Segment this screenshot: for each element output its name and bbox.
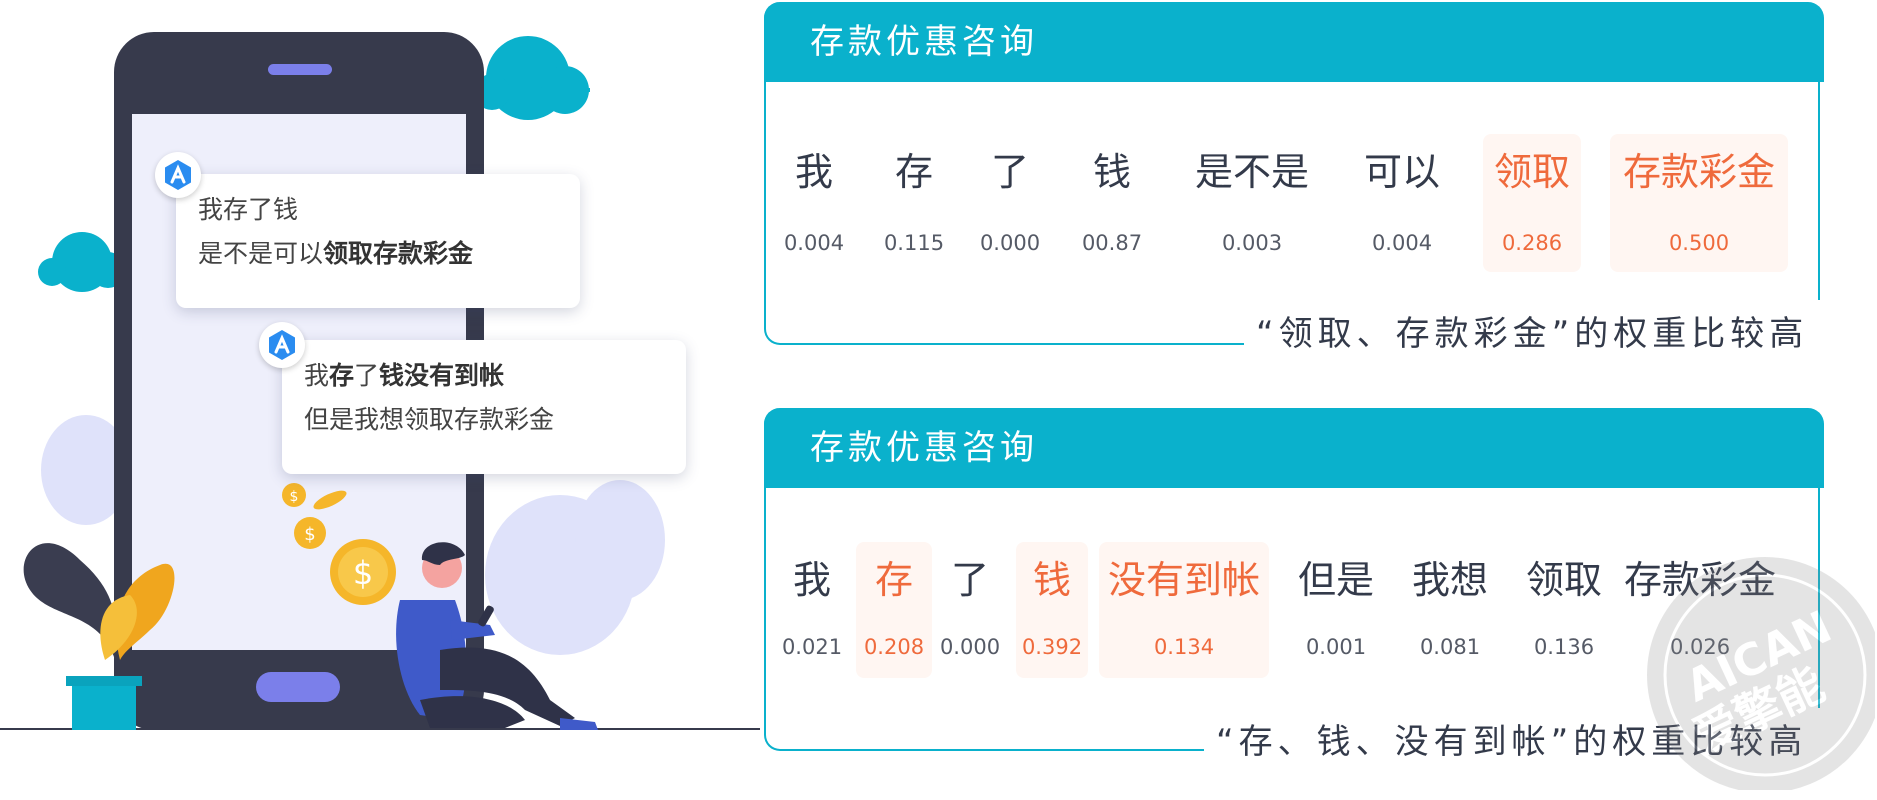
highlight-box (1016, 542, 1088, 678)
coin-icon: $ $ $ (282, 483, 396, 605)
bot-logo-icon (165, 160, 191, 190)
chat-line: 我存了钱 (198, 195, 299, 224)
token-weight: 0.115 (883, 231, 945, 255)
token-word: 钱 (1032, 558, 1071, 602)
svg-text:$: $ (353, 554, 373, 592)
token-word: 存 (874, 558, 913, 602)
token-weight: 0.136 (1533, 635, 1595, 659)
token-word: 领取 (1493, 150, 1570, 194)
card-header: 存款优惠咨询 (764, 2, 1824, 82)
token-word: 钱 (1092, 150, 1131, 194)
chat-text-plain: 我 (304, 361, 330, 390)
token-word: 但是 (1297, 558, 1374, 602)
leaf-decoration-icon (41, 415, 665, 655)
bot-avatar (259, 322, 305, 368)
chat-text-bold: 领取存款彩金 (323, 239, 474, 268)
bot-logo-icon (269, 330, 295, 360)
card-caption: “领取、存款彩金”的权重比较高 (1256, 314, 1809, 354)
token-word: 了 (990, 150, 1029, 194)
token-word: 可以 (1363, 150, 1440, 194)
token-weight: 0.208 (863, 635, 925, 659)
person-icon (396, 542, 598, 730)
token-word: 存款彩金 (1622, 150, 1775, 194)
token-word: 了 (950, 558, 989, 602)
highlight-box (856, 542, 932, 678)
highlight-box (1610, 134, 1788, 272)
consult-card: 存款优惠咨询 我 0.004 存 0.115 了 0.000 钱 00.87 是不是 0.003 可… (764, 2, 1840, 354)
highlight-box (1483, 134, 1581, 272)
svg-text:$: $ (304, 524, 315, 545)
token-weight: 0.000 (979, 231, 1041, 255)
token-weight: 0.392 (1021, 635, 1083, 659)
token-word: 存款彩金 (1600, 558, 1800, 602)
chat-line: 我存了钱没有到帐 (304, 354, 664, 398)
cloud-icon (38, 232, 126, 292)
chat-text-bold: 存 (329, 361, 355, 390)
token-weight: 00.87 (1081, 231, 1143, 255)
token-word: 我 (792, 558, 831, 602)
token-weight: 0.021 (781, 635, 843, 659)
token-weight: 0.004 (1371, 231, 1433, 255)
svg-text:$: $ (290, 489, 299, 505)
token-weight: 0.000 (939, 635, 1001, 659)
chat-bubble-1: 我存了钱 是不是可以领取存款彩金 (176, 174, 580, 308)
token-word: 是不是 (1194, 150, 1309, 194)
token-weight: 0.001 (1305, 635, 1367, 659)
chat-text-bold: 钱没有到帐 (379, 361, 505, 390)
card-title: 存款优惠咨询 (810, 22, 1038, 62)
consult-card: 存款优惠咨询 我 0.021 存 0.208 了 0.000 钱 0.392 没有到帐 0.134… (764, 408, 1840, 762)
phone-speaker (268, 64, 332, 75)
token-weight: 0.026 (1640, 634, 1760, 660)
plant-icon (23, 543, 175, 730)
watermark-stamp: AICAN 爱擎能 (1625, 520, 1877, 793)
chat-line: 是不是可以领取存款彩金 (198, 232, 558, 276)
phone-illustration: $ $ $ 我存了钱 是不是可以领取存款彩金 (0, 0, 760, 796)
token-weight: 0.003 (1221, 231, 1283, 255)
card-header: 存款优惠咨询 (764, 408, 1824, 488)
token-word: 存 (894, 150, 933, 194)
token-word: 我想 (1411, 558, 1488, 602)
token-weight: 0.500 (1668, 231, 1730, 255)
token-weight: 0.134 (1153, 635, 1215, 659)
card-title: 存款优惠咨询 (810, 428, 1038, 468)
card-caption: “存、钱、没有到帐”的权重比较高 (1216, 722, 1808, 762)
token-word: 没有到帐 (1107, 558, 1260, 602)
chat-text-plain: 了 (354, 361, 380, 390)
chat-line: 但是我想领取存款彩金 (304, 405, 555, 434)
watermark-seal-icon: AICAN 爱擎能 (1647, 557, 1877, 793)
token-word: 我 (794, 150, 833, 194)
cloud-icon (474, 36, 590, 120)
bot-avatar (155, 152, 201, 198)
token-weight: 0.286 (1501, 231, 1563, 255)
chat-bubble-2: 我存了钱没有到帐 但是我想领取存款彩金 (282, 340, 686, 474)
highlight-box (1099, 542, 1269, 678)
token-weight: 0.081 (1419, 635, 1481, 659)
phone-home-button (256, 672, 340, 702)
chat-text-plain: 是不是可以 (198, 239, 324, 268)
token-weight: 0.004 (783, 231, 845, 255)
token-word: 领取 (1525, 558, 1602, 602)
